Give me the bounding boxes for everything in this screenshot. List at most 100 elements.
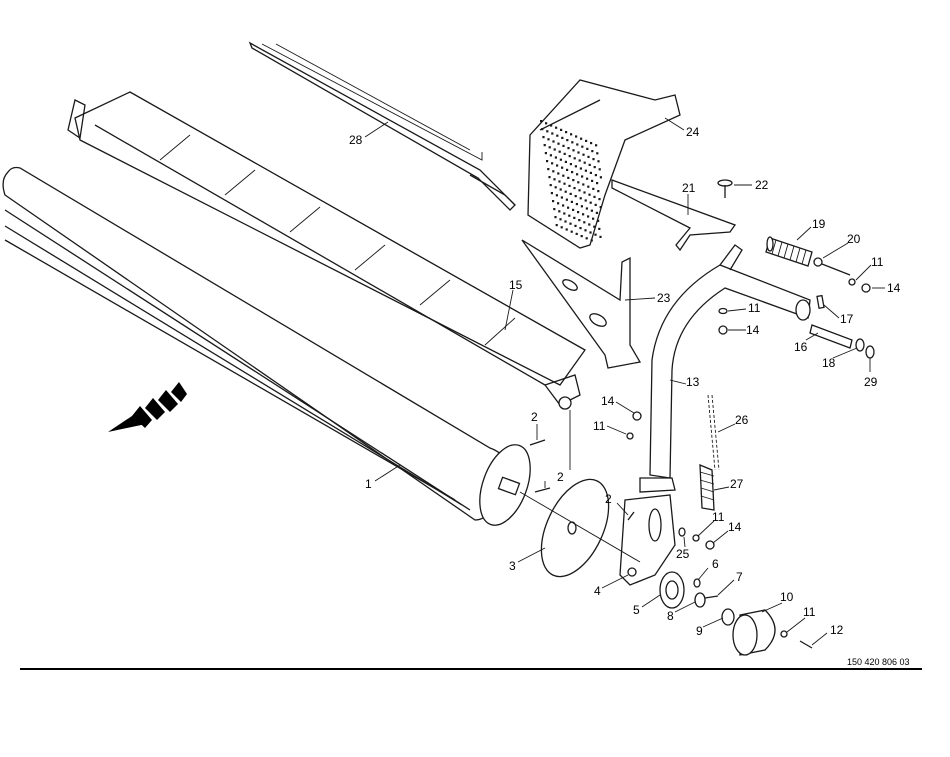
callout-25: 25: [676, 547, 690, 561]
perforation-hole: [547, 168, 550, 171]
callout-29: 29: [864, 375, 878, 389]
perforation-hole: [594, 203, 597, 206]
perforation-hole: [546, 130, 549, 133]
callout-28: 28: [349, 133, 363, 147]
perforation-hole: [567, 147, 570, 150]
callout-4: 4: [594, 584, 601, 598]
perforation-hole: [574, 195, 577, 198]
perforation-hole: [568, 214, 571, 217]
perforation-hole: [575, 203, 578, 206]
perforation-hole: [558, 150, 561, 153]
perforation-pattern: [540, 120, 602, 242]
perforation-hole: [574, 165, 577, 168]
perforation-hole: [597, 190, 600, 193]
perforation-hole: [564, 220, 567, 223]
perforation-hole: [580, 137, 583, 140]
perforation-hole: [571, 171, 574, 174]
perforation-hole: [597, 160, 600, 163]
part-22-bolt: [717, 179, 733, 198]
perforation-hole: [542, 136, 545, 139]
perforation-hole: [573, 187, 576, 190]
perforation-hole: [543, 144, 546, 147]
perforation-hole: [546, 160, 549, 163]
perforation-hole: [545, 122, 548, 125]
perforation-hole: [557, 172, 560, 175]
callout-14: 14: [746, 323, 760, 337]
perforation-hole: [586, 177, 589, 180]
perforation-hole: [579, 197, 582, 200]
perforation-hole: [582, 153, 585, 156]
perforation-hole: [590, 239, 593, 242]
callout-2: 2: [531, 410, 538, 424]
perforation-hole: [591, 179, 594, 182]
perforation-hole: [548, 146, 551, 149]
callout-12: 12: [830, 623, 844, 637]
perforation-hole: [560, 196, 563, 199]
perforation-hole: [593, 166, 596, 169]
perforation-hole: [593, 225, 596, 228]
perforation-hole: [584, 199, 587, 202]
perforation-hole: [554, 216, 557, 219]
callout-1: 1: [365, 477, 372, 491]
perforation-hole: [577, 181, 580, 184]
perforation-hole: [576, 143, 579, 146]
perforation-hole: [577, 211, 580, 214]
perforation-hole: [570, 200, 573, 203]
perforation-hole: [587, 185, 590, 188]
direction-arrow-icon: [108, 382, 187, 432]
callout-11: 11: [712, 510, 725, 524]
perforation-hole: [576, 173, 579, 176]
perforation-hole: [563, 152, 566, 155]
perforation-hole: [553, 178, 556, 181]
perforation-hole: [583, 191, 586, 194]
perforation-hole: [584, 169, 587, 172]
perforation-hole: [580, 205, 583, 208]
part-13-arm: [639, 244, 811, 493]
part-15-bat: [67, 91, 586, 410]
perforation-hole: [553, 208, 556, 211]
perforation-hole: [558, 210, 561, 213]
callout-14: 14: [728, 520, 742, 534]
part-5-bearing: [659, 571, 685, 609]
perforation-hole: [596, 182, 599, 185]
perforation-hole: [567, 176, 570, 179]
callout-14: 14: [601, 394, 615, 408]
perforation-hole: [594, 174, 597, 177]
perforation-hole: [593, 195, 596, 198]
hardware-small-parts: [529, 236, 875, 649]
perforation-hole: [549, 154, 552, 157]
perforation-hole: [552, 170, 555, 173]
perforation-hole: [580, 235, 583, 238]
perforation-hole: [550, 192, 553, 195]
perforation-hole: [588, 223, 591, 226]
callout-5: 5: [633, 603, 640, 617]
perforation-hole: [589, 231, 592, 234]
callout-2: 2: [605, 492, 612, 506]
callout-10: 10: [780, 590, 794, 604]
perforation-hole: [598, 168, 601, 171]
perforation-hole: [572, 208, 575, 211]
perforation-hole: [563, 182, 566, 185]
perforation-hole: [554, 186, 557, 189]
perforation-hole: [552, 200, 555, 203]
perforation-hole: [561, 166, 564, 169]
perforation-hole: [599, 176, 602, 179]
perforation-hole: [551, 132, 554, 135]
callout-7: 7: [736, 570, 743, 584]
perforation-hole: [569, 192, 572, 195]
callout-11: 11: [871, 255, 884, 269]
perforation-hole: [578, 189, 581, 192]
perforation-hole: [582, 183, 585, 186]
perforation-hole: [557, 142, 560, 145]
perforation-hole: [570, 133, 573, 136]
perforation-hole: [558, 180, 561, 183]
callout-20: 20: [847, 232, 861, 246]
perforation-hole: [553, 148, 556, 151]
perforation-hole: [577, 151, 580, 154]
perforation-hole: [547, 138, 550, 141]
perforation-hole: [570, 230, 573, 233]
callout-26: 26: [735, 413, 749, 427]
perforation-hole: [544, 152, 547, 155]
perforation-hole: [566, 139, 569, 142]
perforation-hole: [589, 171, 592, 174]
